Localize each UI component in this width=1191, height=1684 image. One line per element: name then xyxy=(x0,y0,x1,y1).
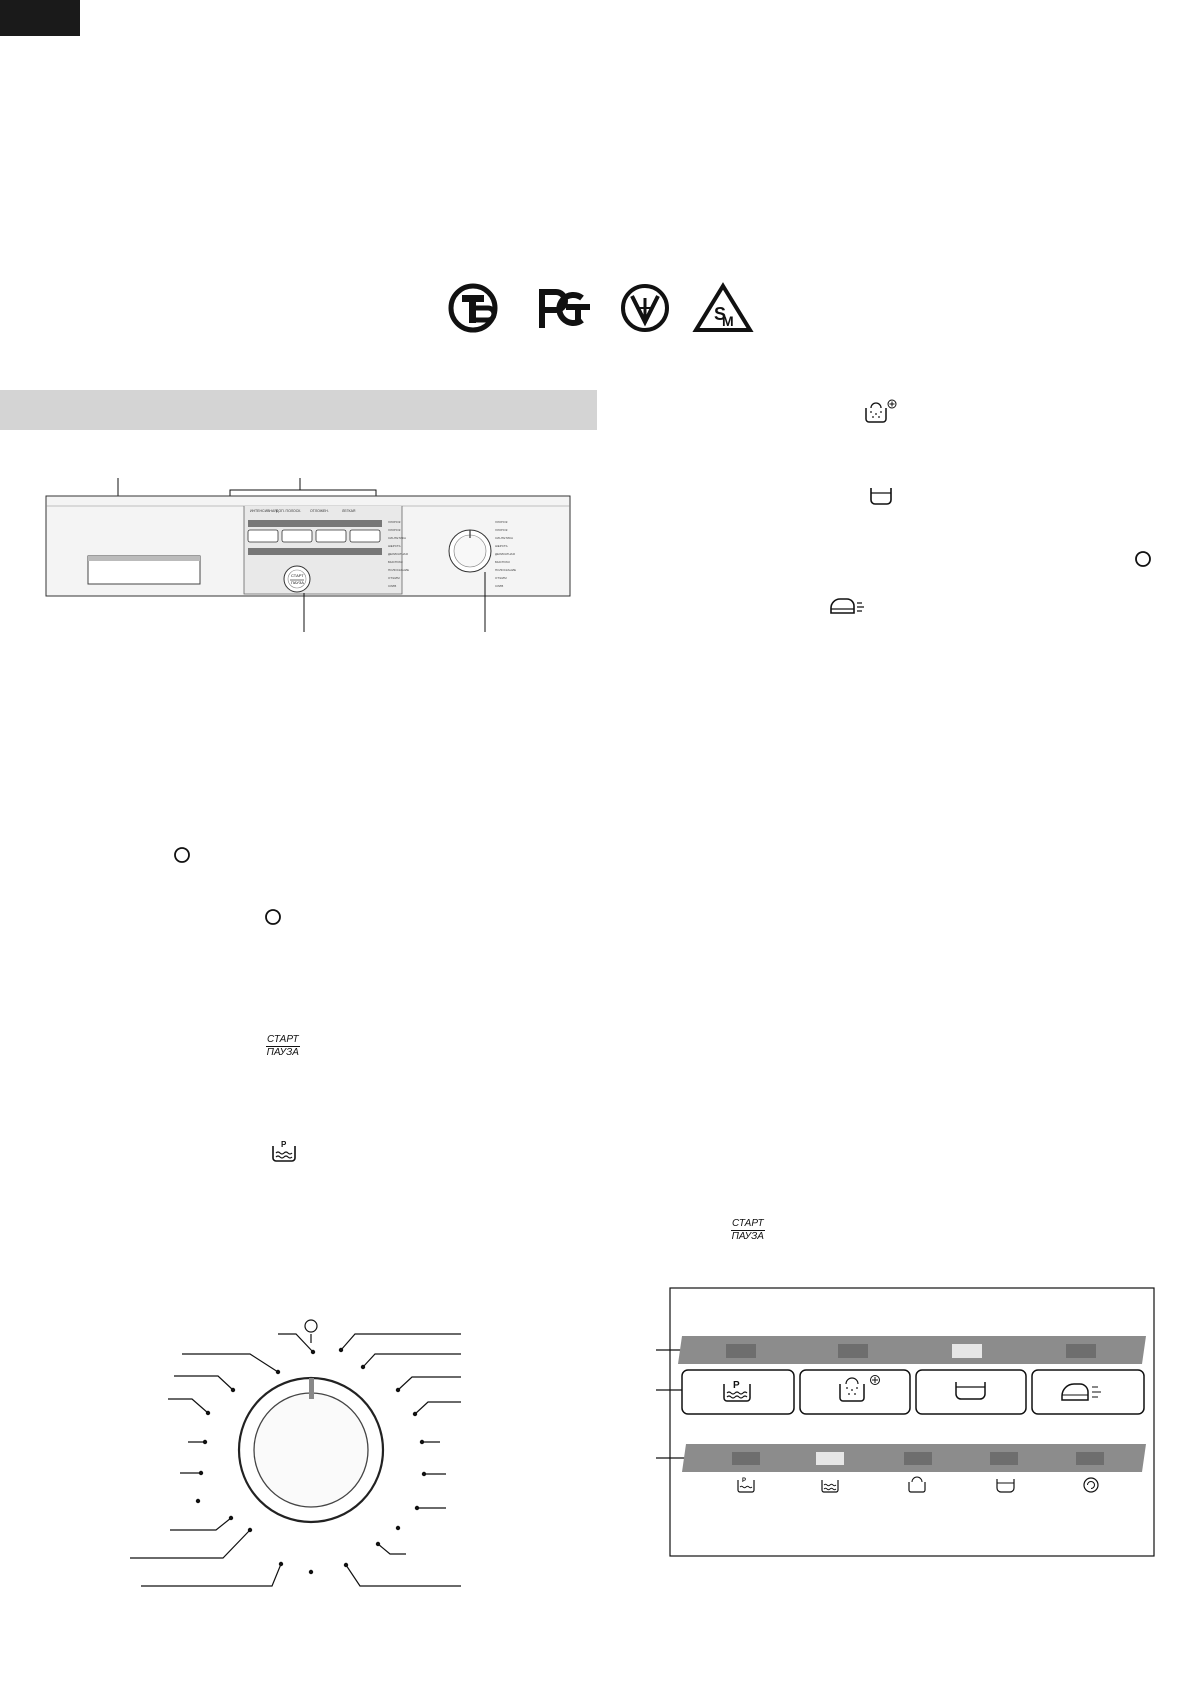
lamp-3-lit xyxy=(952,1344,982,1358)
svg-text:ДОП. ПОЛОСК.: ДОП. ПОЛОСК. xyxy=(276,509,301,513)
start-text: СТАРТ xyxy=(266,1034,300,1047)
start-pause-label-right: СТАРТ ПАУЗА xyxy=(731,1218,765,1243)
intensive-button[interactable] xyxy=(799,1369,911,1415)
lamp-wash-lit xyxy=(816,1452,844,1465)
panel-start-label: СТАРТ xyxy=(291,573,304,578)
svg-text:S: S xyxy=(714,304,726,324)
start-text-right: СТАРТ xyxy=(731,1218,765,1231)
pct-mark-icon xyxy=(539,289,590,328)
stain-circle-icon xyxy=(1135,551,1151,567)
svg-text:ЛЕГКАЯ: ЛЕГКАЯ xyxy=(342,509,356,513)
delay-button[interactable] xyxy=(915,1369,1027,1415)
ukraine-trident-mark-icon xyxy=(621,284,669,332)
svg-text:ОТЖИМ: ОТЖИМ xyxy=(495,576,507,580)
svg-text:БЫСТРАЯ: БЫСТРАЯ xyxy=(388,560,403,564)
sm-mark-icon: S M xyxy=(692,282,754,332)
svg-text:СИНТЕТИКА: СИНТЕТИКА xyxy=(495,536,513,540)
section-header-bar xyxy=(0,390,597,430)
svg-text:ХЛОПОК: ХЛОПОК xyxy=(495,528,508,532)
lamp-rinse xyxy=(904,1452,932,1465)
lamp-1 xyxy=(726,1344,756,1358)
svg-text:P: P xyxy=(281,1140,287,1149)
pause-text: ПАУЗА xyxy=(266,1047,299,1058)
lamp-prewash xyxy=(732,1452,760,1465)
pause-text-right: ПАУЗА xyxy=(731,1231,764,1242)
prewash-tub-icon: P xyxy=(272,1140,296,1162)
svg-text:ШЕРСТЬ: ШЕРСТЬ xyxy=(388,544,401,548)
svg-text:ИНТЕНСИВНАЯ: ИНТЕНСИВНАЯ xyxy=(250,509,277,513)
corner-page-tab xyxy=(0,0,80,36)
stain-circle-icon xyxy=(265,909,281,925)
svg-text:БЫСТРАЯ: БЫСТРАЯ xyxy=(495,560,510,564)
svg-text:ОТЛОЖЕН.: ОТЛОЖЕН. xyxy=(310,509,329,513)
start-pause-label: СТАРТ ПАУЗА xyxy=(266,1034,300,1059)
svg-text:ШЕРСТЬ: ШЕРСТЬ xyxy=(495,544,508,548)
svg-text:ХЛОПОК: ХЛОПОК xyxy=(495,520,508,524)
program-dial-diagram xyxy=(130,1319,461,1587)
svg-text:ПОЛОСКАНИЕ: ПОЛОСКАНИЕ xyxy=(388,568,409,572)
tub-icon xyxy=(870,488,892,505)
stain-circle-icon xyxy=(174,847,190,863)
svg-text:P: P xyxy=(733,1380,740,1391)
svg-text:СЛИВ: СЛИВ xyxy=(388,584,396,588)
svg-text:ДЕЛИКАТНАЯ: ДЕЛИКАТНАЯ xyxy=(495,552,515,556)
lamp-tub xyxy=(990,1452,1018,1465)
svg-text:P: P xyxy=(742,1478,746,1484)
button-panel-detail: P P xyxy=(656,1287,1155,1557)
svg-text:ДЕЛИКАТНАЯ: ДЕЛИКАТНАЯ xyxy=(388,552,408,556)
lamp-2 xyxy=(838,1344,868,1358)
lamp-spin xyxy=(1076,1452,1104,1465)
svg-text:ХЛОПОК: ХЛОПОК xyxy=(388,520,401,524)
panel-pause-label: ПАУЗА xyxy=(291,580,304,585)
intensive-wash-icon xyxy=(865,399,897,423)
svg-text:СИНТЕТИКА: СИНТЕТИКА xyxy=(388,536,406,540)
svg-text:M: M xyxy=(722,313,734,329)
tb-mark-icon xyxy=(448,283,498,333)
easy-iron-icon xyxy=(830,598,864,614)
svg-text:ХЛОПОК: ХЛОПОК xyxy=(388,528,401,532)
svg-text:ОТЖИМ: ОТЖИМ xyxy=(388,576,400,580)
lamp-4 xyxy=(1066,1344,1096,1358)
svg-text:СЛИВ: СЛИВ xyxy=(495,584,503,588)
svg-text:ПОЛОСКАНИЕ: ПОЛОСКАНИЕ xyxy=(495,568,516,572)
